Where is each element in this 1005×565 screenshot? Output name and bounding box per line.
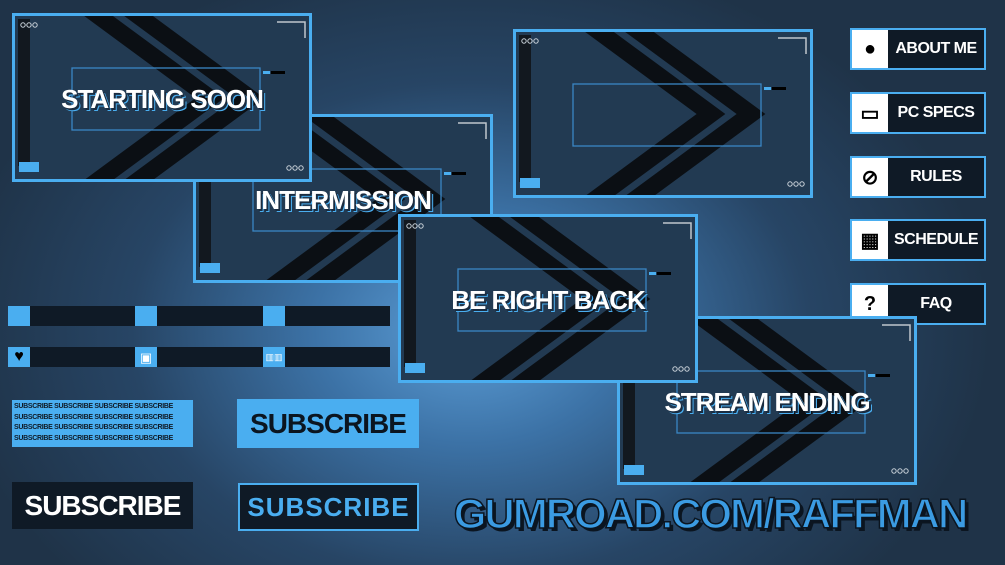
panel-pc-specs[interactable]: ▭ PC SPECS [850, 92, 986, 134]
chevron-outer [729, 319, 870, 482]
subscribe-button-dark[interactable]: SUBSCRIBE [12, 482, 193, 529]
bar-marker [263, 306, 285, 326]
pattern-line: SUBSCRIBE SUBSCRIBE SUBSCRIBE SUBSCRIBE [14, 413, 174, 421]
bar-marker [135, 306, 157, 326]
gift-icon: ▣ [135, 347, 157, 367]
user-icon: ● [852, 30, 888, 68]
black-dash [271, 71, 285, 74]
alert-bar-1 [8, 306, 390, 326]
screen-title: STARTING SOON [61, 84, 264, 114]
screen-title: BE RIGHT BACK [451, 285, 646, 315]
subscribe-label: SUBSCRIBE [24, 489, 182, 521]
side-bar [519, 35, 531, 182]
screen-decoration [18, 16, 306, 179]
screen-title: INTERMISSION [255, 185, 432, 215]
title-box [457, 268, 647, 332]
corner-bracket [663, 222, 692, 239]
panel-label: RULES [910, 168, 962, 185]
subscribe-button-outlined[interactable]: SUBSCRIBE [238, 483, 419, 531]
screen-be-right-back: BE RIGHT BACK [398, 214, 698, 383]
subscribe-pattern: SUBSCRIBE SUBSCRIBE SUBSCRIBE SUBSCRIBE … [12, 400, 193, 447]
chevron-outer [305, 117, 446, 280]
corner-bracket [458, 122, 487, 139]
pattern-line: SUBSCRIBE SUBSCRIBE SUBSCRIBE SUBSCRIBE [14, 424, 174, 431]
accent-block [520, 178, 540, 188]
dots-bottom-right [787, 181, 805, 187]
accent-dash [764, 87, 771, 90]
screen-blank [513, 29, 813, 198]
subscribe-button-blue[interactable]: SUBSCRIBE [237, 399, 419, 448]
side-bar [404, 220, 416, 367]
pattern-line: SUBSCRIBE SUBSCRIBE SUBSCRIBE SUBSCRIBE [14, 434, 174, 442]
corner-bracket [277, 21, 306, 38]
screen-decoration [404, 217, 692, 380]
black-dash [772, 87, 786, 90]
screen-starting-soon: STARTING SOON [12, 13, 312, 182]
title-box [71, 67, 261, 131]
accent-block [624, 465, 644, 475]
title-box [252, 168, 442, 232]
prohibited-icon: ⊘ [852, 158, 888, 196]
accent-dash [444, 172, 451, 175]
accent-dash [263, 71, 270, 74]
panel-schedule[interactable]: ▦ SCHEDULE [850, 219, 986, 261]
monitor-icon: ▭ [852, 94, 888, 132]
accent-dash [868, 374, 875, 377]
black-dash [657, 272, 671, 275]
panel-about-me[interactable]: ● ABOUT ME [850, 28, 986, 70]
bar-marker [8, 306, 30, 326]
panel-rules[interactable]: ⊘ RULES [850, 156, 986, 198]
black-dash [452, 172, 466, 175]
chevron-outer [625, 32, 766, 195]
chevron-inner [470, 217, 611, 380]
title-box [572, 83, 762, 147]
heart-icon: ♥ [8, 347, 30, 367]
screen-decoration [519, 32, 807, 195]
screen-title: STREAM ENDING [664, 387, 870, 417]
calendar-icon: ▦ [852, 221, 888, 259]
black-dash [876, 374, 890, 377]
pattern-line: SUBSCRIBE SUBSCRIBE SUBSCRIBE SUBSCRIBE [14, 403, 174, 410]
chevron-outer [510, 217, 651, 380]
dots-top-left [521, 38, 539, 44]
subscribe-label: SUBSCRIBE [250, 407, 407, 439]
chevron-inner [84, 16, 225, 179]
accent-block [19, 162, 39, 172]
chevron-inner [689, 319, 830, 482]
accent-block [200, 263, 220, 273]
alert-bar-2: ♥ ▣ ▥▥ [8, 347, 390, 367]
dots-bottom-right [672, 366, 690, 372]
accent-dash [649, 272, 656, 275]
accent-block [405, 363, 425, 373]
title-box [676, 370, 866, 434]
gifts-icon: ▥▥ [263, 347, 285, 367]
gumroad-url: GUMROAD.COM/RAFFMAN [453, 489, 969, 538]
panel-label: PC SPECS [897, 104, 975, 121]
dots-top-left [20, 22, 38, 28]
corner-bracket [882, 324, 911, 341]
dots-bottom-right [286, 165, 304, 171]
panel-label: SCHEDULE [893, 231, 979, 248]
dots-bottom-right [891, 468, 909, 474]
corner-bracket [778, 37, 807, 54]
screen-decoration [623, 319, 911, 482]
subscribe-label: SUBSCRIBE [247, 491, 410, 522]
panel-label: ABOUT ME [895, 40, 977, 57]
side-bar [18, 19, 30, 166]
chevron-inner [585, 32, 726, 195]
panel-label: FAQ [920, 295, 952, 312]
dots-top-left [406, 223, 424, 229]
chevron-outer [124, 16, 265, 179]
